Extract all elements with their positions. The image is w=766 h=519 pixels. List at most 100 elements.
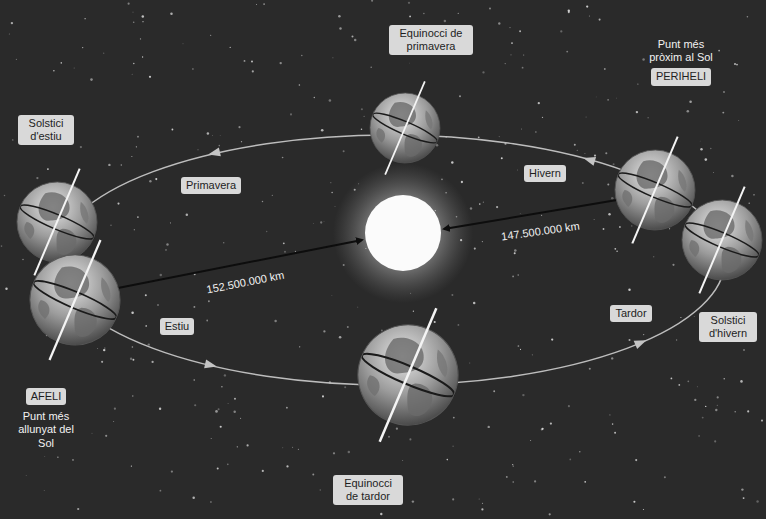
star-dot: [206, 320, 208, 322]
label-text: Equinocci de primavera: [394, 27, 468, 53]
earth-globe: [8, 222, 142, 377]
star-dot: [25, 475, 27, 477]
star-dot: [117, 203, 119, 205]
star-dot: [473, 302, 476, 305]
star-dot: [517, 274, 519, 276]
star-dot: [218, 408, 220, 410]
star-dot: [747, 410, 749, 412]
star-dot: [753, 194, 754, 195]
star-dot: [233, 411, 235, 413]
star-dot: [131, 156, 132, 157]
star-dot: [584, 153, 585, 154]
star-dot: [731, 175, 734, 178]
star-dot: [149, 76, 151, 78]
star-dot: [133, 21, 135, 23]
star-dot: [408, 2, 410, 4]
star-dot: [215, 410, 218, 413]
star-dot: [499, 136, 500, 137]
star-dot: [723, 378, 724, 379]
star-dot: [57, 457, 58, 458]
star-dot: [165, 249, 166, 250]
star-dot: [110, 224, 112, 226]
star-dot: [211, 438, 212, 439]
star-dot: [282, 157, 284, 159]
star-dot: [263, 3, 265, 5]
star-dot: [130, 357, 132, 359]
star-dot: [474, 248, 476, 250]
label-box: Solstici d'estiu: [18, 115, 74, 145]
star-dot: [142, 21, 143, 22]
star-dot: [53, 70, 54, 71]
star-dot: [687, 110, 690, 113]
star-dot: [194, 404, 196, 406]
star-dot: [104, 347, 105, 348]
star-dot: [470, 207, 472, 209]
star-dot: [331, 295, 333, 297]
star-dot: [320, 489, 322, 491]
star-dot: [469, 362, 471, 364]
star-dot: [496, 206, 498, 208]
star-dot: [256, 4, 257, 5]
star-dot: [74, 67, 75, 68]
star-dot: [237, 446, 238, 447]
star-dot: [741, 488, 743, 490]
star-dot: [743, 349, 745, 351]
star-dot: [520, 349, 521, 350]
star-dot: [599, 19, 601, 21]
star-dot: [396, 428, 398, 430]
star-dot: [371, 0, 373, 2]
star-dot: [532, 354, 533, 355]
star-dot: [155, 178, 157, 180]
star-dot: [579, 451, 580, 452]
star-dot: [586, 5, 588, 7]
star-dot: [344, 386, 346, 388]
star-dot: [357, 306, 359, 308]
star-dot: [348, 451, 351, 454]
star-dot: [678, 384, 680, 386]
star-dot: [331, 192, 332, 193]
star-dot: [605, 152, 607, 154]
star-dot: [696, 386, 698, 388]
star-dot: [193, 306, 195, 308]
star-dot: [280, 62, 282, 64]
star-dot: [589, 368, 591, 370]
star-dot: [637, 84, 638, 85]
star-dot: [128, 3, 130, 5]
star-dot: [549, 513, 551, 515]
star-dot: [607, 99, 609, 101]
star-dot: [240, 418, 241, 419]
label-text: Solstici d'estiu: [23, 117, 69, 143]
star-dot: [160, 274, 162, 276]
star-dot: [343, 150, 345, 152]
star-dot: [609, 414, 610, 415]
star-dot: [220, 426, 222, 428]
star-dot: [272, 195, 273, 196]
star-dot: [299, 84, 301, 86]
star-dot: [512, 481, 514, 483]
star-dot: [101, 361, 103, 363]
star-dot: [266, 231, 267, 232]
star-dot: [133, 63, 135, 65]
star-dot: [517, 169, 519, 171]
star-dot: [145, 294, 147, 296]
star-dot: [687, 380, 689, 382]
star-dot: [210, 501, 212, 503]
star-dot: [482, 71, 484, 73]
star-dot: [82, 47, 83, 48]
star-dot: [740, 380, 743, 383]
label-box: Estiu: [160, 318, 194, 335]
label-text: Primavera: [186, 179, 236, 192]
star-dot: [483, 202, 484, 203]
star-dot: [577, 150, 578, 151]
star-dot: [251, 60, 253, 62]
star-dot: [607, 184, 609, 186]
star-dot: [716, 404, 718, 406]
star-dot: [693, 315, 695, 317]
star-dot: [262, 201, 263, 202]
star-dot: [538, 102, 540, 104]
star-dot: [114, 408, 116, 410]
star-dot: [170, 12, 173, 15]
distance-label: 147.500.000 km: [500, 220, 580, 244]
star-dot: [493, 390, 495, 392]
